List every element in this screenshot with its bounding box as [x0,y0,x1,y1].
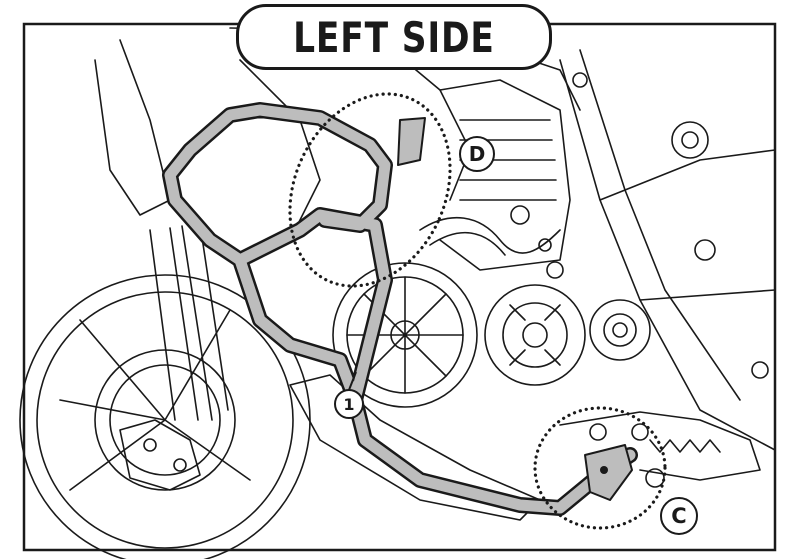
upper-mount-tab [397,117,426,166]
wiring-harness [419,216,561,254]
frame-bolt [671,121,709,159]
engine-bolt [546,261,564,279]
frame-bolt [681,131,699,149]
swingarm-pivot [589,299,651,361]
caliper-bolt [143,438,157,452]
swingarm-pivot-inner [603,313,637,347]
footpeg-teeth [649,439,721,453]
part-1-leader-line [348,371,357,391]
wiring-harness [429,231,506,256]
clutch-cover [332,262,478,408]
detail-circle-d [288,92,452,288]
crash-bar-mount-plate [584,444,633,501]
sprocket-cover-inner [502,302,568,368]
radiator-shroud [239,59,321,241]
frame-spar [599,149,776,301]
callout-part-1: 1 [334,389,364,419]
cylinder-fins [459,119,557,201]
front-wheel-rim [36,291,294,549]
front-fender [94,39,171,216]
crash-bar [164,104,636,514]
title-banner: LEFT SIDE [236,4,552,70]
front-brake-disc [94,349,236,491]
frame-bolt [751,361,769,379]
wheel-spokes [59,309,251,491]
fork-tube-outer [149,227,199,421]
footpeg-bolt [589,423,607,441]
detail-circle-c [533,406,667,530]
fork-tube-inner [181,223,229,421]
front-brake-disc-inner [109,364,221,476]
page-title: LEFT SIDE [293,12,495,62]
engine-bolt [538,238,552,252]
callout-d: D [459,136,495,172]
engine-bolt [510,205,530,225]
frame-bolt [694,239,716,261]
swingarm-pivot-bolt [612,322,628,338]
caliper-bolt [173,458,187,472]
mount-plate-bolt [600,466,608,474]
footpeg-bolt [645,468,665,488]
sprocket-cover-vents [509,304,561,366]
main-frame-tube [579,49,741,401]
clutch-cover-ribs [346,276,464,394]
frame-bolt [572,72,588,88]
sprocket-cover [484,284,586,386]
sprocket-hub [522,322,548,348]
crash-bar-outline [162,102,638,516]
callout-c: C [660,497,698,535]
footpeg-bolt [631,423,649,441]
engine-block [439,79,571,271]
main-frame-tube [559,59,776,451]
clutch-hub [390,320,420,350]
footpeg-bracket [559,411,761,481]
brake-caliper [119,419,201,491]
